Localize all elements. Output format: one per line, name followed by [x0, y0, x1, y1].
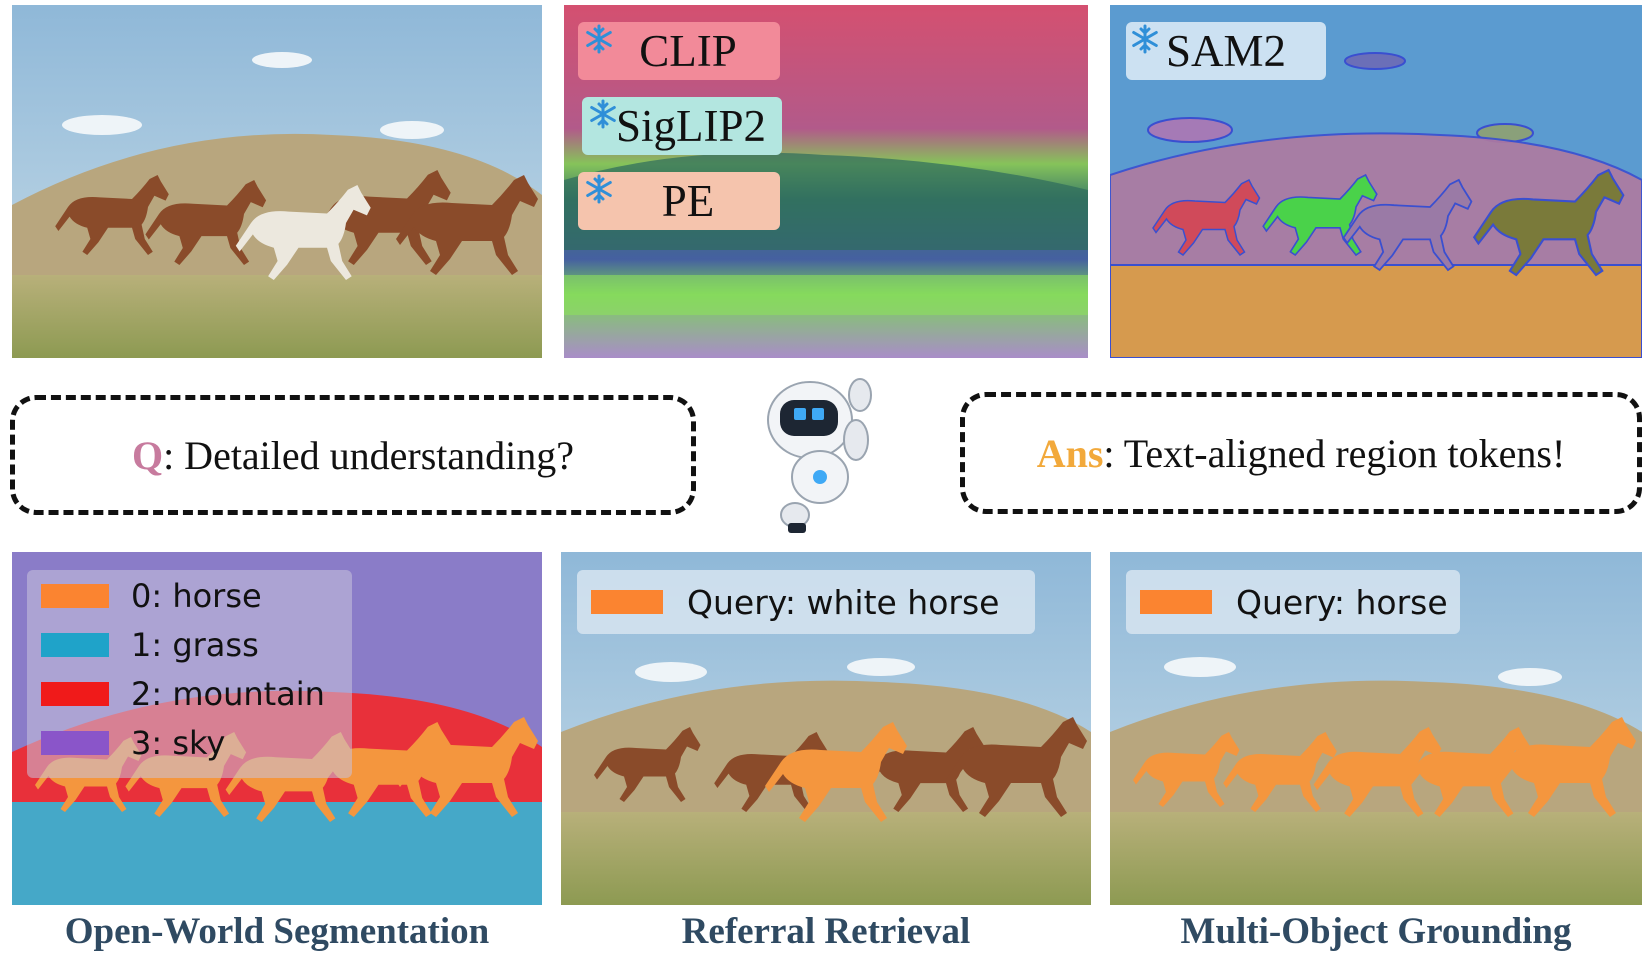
grounding-query-box: Query: horse — [1126, 570, 1460, 634]
answer-prefix: Ans — [1036, 430, 1104, 476]
question-text: : Detailed understanding? — [163, 432, 575, 478]
snowflake-icon — [586, 24, 612, 54]
legend-item-horse: 0: horse — [41, 574, 262, 618]
legend-swatch — [41, 584, 109, 608]
legend-item-sky: 3: sky — [41, 721, 225, 765]
pe-label: PE — [661, 176, 715, 226]
legend-label: 1: grass — [131, 626, 259, 664]
segmentation-legend: 0: horse 1: grass 2: mountain 3: sky — [27, 570, 352, 778]
query-swatch — [591, 590, 663, 614]
robot-icon — [767, 378, 872, 533]
sam2-label: SAM2 — [1165, 26, 1287, 76]
query-swatch — [1140, 590, 1212, 614]
grounding-query-text: Query: horse — [1236, 582, 1448, 622]
legend-swatch — [41, 633, 109, 657]
snowflake-icon — [590, 99, 616, 129]
pe-encoder-tag: PE — [578, 172, 780, 230]
caption-segmentation: Open-World Segmentation — [64, 911, 490, 952]
siglip2-label: SigLIP2 — [615, 101, 767, 151]
referral-panel: Query: white horse — [561, 552, 1091, 905]
original-photo-panel — [12, 5, 542, 358]
sam2-masks-panel: SAM2 — [1110, 5, 1642, 358]
siglip2-encoder-tag: SigLIP2 — [582, 97, 782, 155]
caption-referral: Referral Retrieval — [681, 911, 971, 952]
clip-label: CLIP — [639, 26, 737, 76]
legend-item-mountain: 2: mountain — [41, 672, 325, 716]
legend-item-grass: 1: grass — [41, 623, 259, 667]
legend-label: 3: sky — [131, 724, 226, 762]
legend-label: 0: horse — [131, 577, 262, 615]
clip-encoder-tag: CLIP — [578, 22, 780, 80]
question-box: Q: Detailed understanding? — [10, 395, 696, 515]
answer-text: : Text-aligned region tokens! — [1103, 430, 1566, 476]
sam2-encoder-tag: SAM2 — [1126, 22, 1326, 80]
legend-label: 2: mountain — [131, 675, 325, 713]
question-prefix: Q — [131, 432, 164, 478]
segmentation-panel: 0: horse 1: grass 2: mountain 3: sky — [12, 552, 542, 905]
caption-grounding: Multi-Object Grounding — [1180, 911, 1572, 952]
legend-swatch — [41, 682, 109, 706]
referral-query-box: Query: white horse — [577, 570, 1035, 634]
snowflake-icon — [1132, 24, 1158, 54]
feature-map-panel: CLIP SigLIP2 PE — [564, 5, 1088, 358]
referral-query-text: Query: white horse — [687, 582, 1000, 622]
snowflake-icon — [586, 174, 612, 204]
grounding-panel: Query: horse — [1110, 552, 1642, 905]
answer-box: Ans: Text-aligned region tokens! — [960, 392, 1642, 514]
legend-swatch — [41, 731, 109, 755]
